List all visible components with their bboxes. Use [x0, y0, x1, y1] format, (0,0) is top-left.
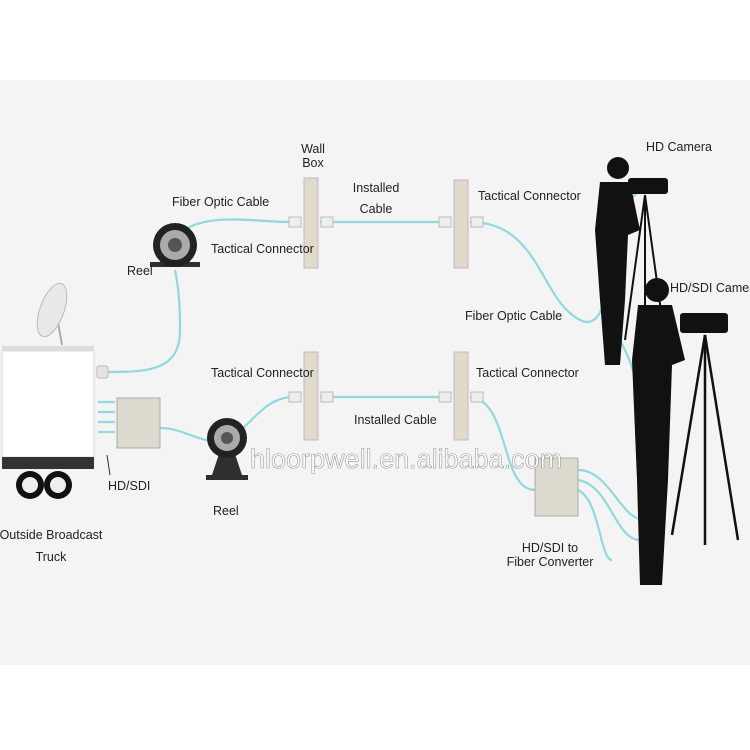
cables — [98, 189, 646, 562]
label-installed-cable-bottom: Installed Cable — [354, 413, 437, 427]
hd-sdi-cables — [98, 400, 115, 434]
reel-top — [150, 223, 200, 267]
label-reel-bottom: Reel — [213, 504, 239, 518]
video-camera-icon — [680, 313, 728, 333]
label-reel-top: Reel — [127, 264, 153, 278]
satellite-dish-icon — [36, 282, 68, 338]
watermark: hloorpwell.en.alibaba.com — [250, 444, 562, 474]
tactical-connector-icon — [288, 391, 302, 403]
label-truck: Truck — [36, 550, 68, 564]
tactical-connector-icon — [320, 391, 334, 403]
video-camera-icon — [628, 178, 668, 194]
label-tactical-connector-bottom-left: Tactical Connector — [211, 366, 314, 380]
label-fiber-optic-cable-right: Fiber Optic Cable — [465, 309, 562, 323]
cable-truck-to-reel-top — [107, 269, 182, 374]
label-truck: Outside Broadcast — [0, 528, 103, 542]
reel-bottom — [206, 418, 248, 480]
label-tactical-connector-top-left: Tactical Connector — [211, 242, 314, 256]
wall-box-bottom-right — [453, 351, 469, 441]
tactical-connector-icon — [288, 216, 302, 228]
wall-boxes — [288, 177, 484, 441]
converter-output-cables — [577, 468, 646, 562]
label-fiber-optic-cable-top: Fiber Optic Cable — [172, 195, 269, 209]
tactical-connector-icon — [320, 216, 334, 228]
label-hd-sdi: HD/SDI — [108, 479, 150, 493]
label-tactical-connector-bottom-right: Tactical Connector — [476, 366, 579, 380]
wall-box-top-right — [453, 179, 469, 269]
outside-broadcast-truck — [1, 282, 111, 499]
label-hd-camera: HD Camera — [646, 140, 712, 154]
wall-box-bottom-left — [303, 351, 319, 441]
tactical-connector-icon — [470, 216, 484, 228]
tactical-connector-icon — [438, 216, 452, 228]
label-tactical-connector-top-right: Tactical Connector — [478, 189, 581, 203]
hd-sdi-converter-box — [116, 397, 161, 449]
hd-camera-operator — [595, 157, 668, 365]
label-wall-box: Wall — [301, 142, 325, 156]
label-converter: Fiber Converter — [507, 555, 594, 569]
tactical-connector-icon — [470, 391, 484, 403]
hd-sdi-to-fiber-converter — [534, 457, 579, 517]
label-converter: HD/SDI to — [522, 541, 578, 555]
hd-sdi-camera-operator — [632, 278, 740, 585]
label-wall-box: Box — [302, 156, 324, 170]
label-installed-cable-top: Installed — [353, 181, 400, 195]
tactical-connector-icon — [438, 391, 452, 403]
label-hd-sdi-camera: HD/SDI Camera — [670, 281, 750, 295]
label-installed-cable-top: Cable — [360, 202, 393, 216]
labels: Wall Box Installed Cable Fiber Optic Cab… — [0, 140, 750, 569]
wall-box-top-left — [303, 177, 319, 269]
